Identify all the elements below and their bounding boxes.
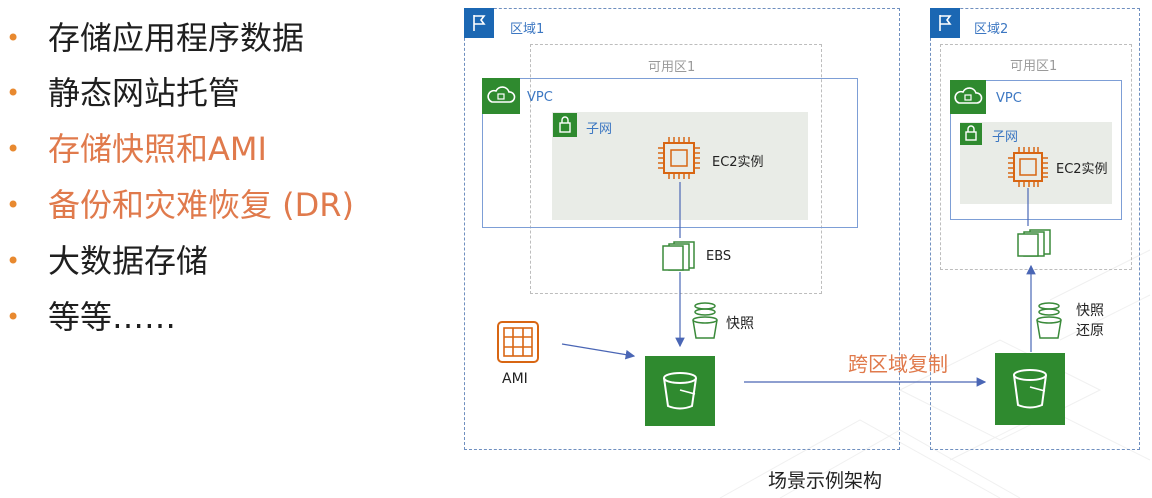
az-1-box (530, 44, 822, 294)
bullet-text: 大数据存储 (48, 242, 209, 280)
vpc-2-box (950, 80, 1122, 220)
ami-icon (497, 321, 539, 363)
az-2-label: 可用区1 (1010, 59, 1058, 74)
subnet-2-label: 子网 (992, 130, 1019, 145)
bullet-text: 等等…… (48, 298, 177, 336)
region-flag-icon (464, 8, 494, 38)
vpc-cloud-icon (950, 80, 986, 114)
ebs-label: EBS (706, 249, 732, 264)
bullet-dot: • (6, 303, 21, 331)
ec2-chip-icon (1008, 147, 1048, 187)
s3-bucket-icon (995, 353, 1065, 425)
ec2-2-label: EC2实例 (1056, 162, 1108, 177)
region-1-box (464, 8, 900, 450)
diagram-caption: 场景示例架构 (768, 470, 883, 492)
bullet-text: 静态网站托管 (48, 74, 241, 112)
ebs-volumes-icon (662, 241, 695, 271)
ami-to-s3-arrow (561, 343, 636, 360)
region-1-label: 区域1 (510, 22, 545, 37)
subnet-1-label: 子网 (586, 122, 613, 137)
subnet-lock-icon (553, 113, 577, 137)
bullet-dot: • (6, 191, 21, 219)
bullet-item: • 存储应用程序数据 (0, 18, 304, 58)
bullet-dot: • (6, 24, 21, 52)
ec2-1-label: EC2实例 (712, 155, 764, 170)
snapshot-restore-label-2: 还原 (1076, 323, 1104, 339)
az-1-label: 可用区1 (648, 60, 696, 75)
bullet-dot: • (6, 135, 21, 163)
snapshot-label: 快照 (726, 316, 754, 332)
snapshot-bucket-icon (692, 302, 718, 339)
vpc-2-label: VPC (996, 91, 1022, 106)
bullet-item: • 存储快照和AMI (0, 129, 267, 169)
region-2-box (930, 8, 1140, 450)
cross-region-label: 跨区域复制 (848, 352, 948, 376)
az-2-box (940, 44, 1132, 270)
bullet-text: 存储快照和AMI (48, 130, 267, 168)
ec2-chip-icon (658, 137, 700, 179)
vpc-1-label: VPC (527, 90, 553, 105)
ami-label: AMI (502, 371, 528, 387)
bullet-text: 备份和灾难恢复 (DR) (48, 186, 355, 224)
bullet-item: • 等等…… (0, 297, 176, 337)
ebs-volumes-icon (1017, 229, 1051, 257)
bullet-dot: • (6, 247, 21, 275)
snapshot-bucket-icon (1036, 302, 1062, 339)
region-2-label: 区域2 (974, 22, 1009, 37)
vpc-cloud-icon (482, 78, 520, 114)
subnet-lock-icon (960, 123, 982, 145)
snapshot-restore-label-1: 快照 (1076, 303, 1104, 319)
bullet-dot: • (6, 79, 21, 107)
vpc-1-box (482, 78, 858, 228)
s3-bucket-icon (645, 356, 715, 426)
bullet-item: • 备份和灾难恢复 (DR) (0, 185, 354, 225)
bullet-text: 存储应用程序数据 (48, 19, 305, 57)
bullet-item: • 大数据存储 (0, 241, 208, 281)
region-flag-icon (930, 8, 960, 38)
bullet-item: • 静态网站托管 (0, 73, 240, 113)
